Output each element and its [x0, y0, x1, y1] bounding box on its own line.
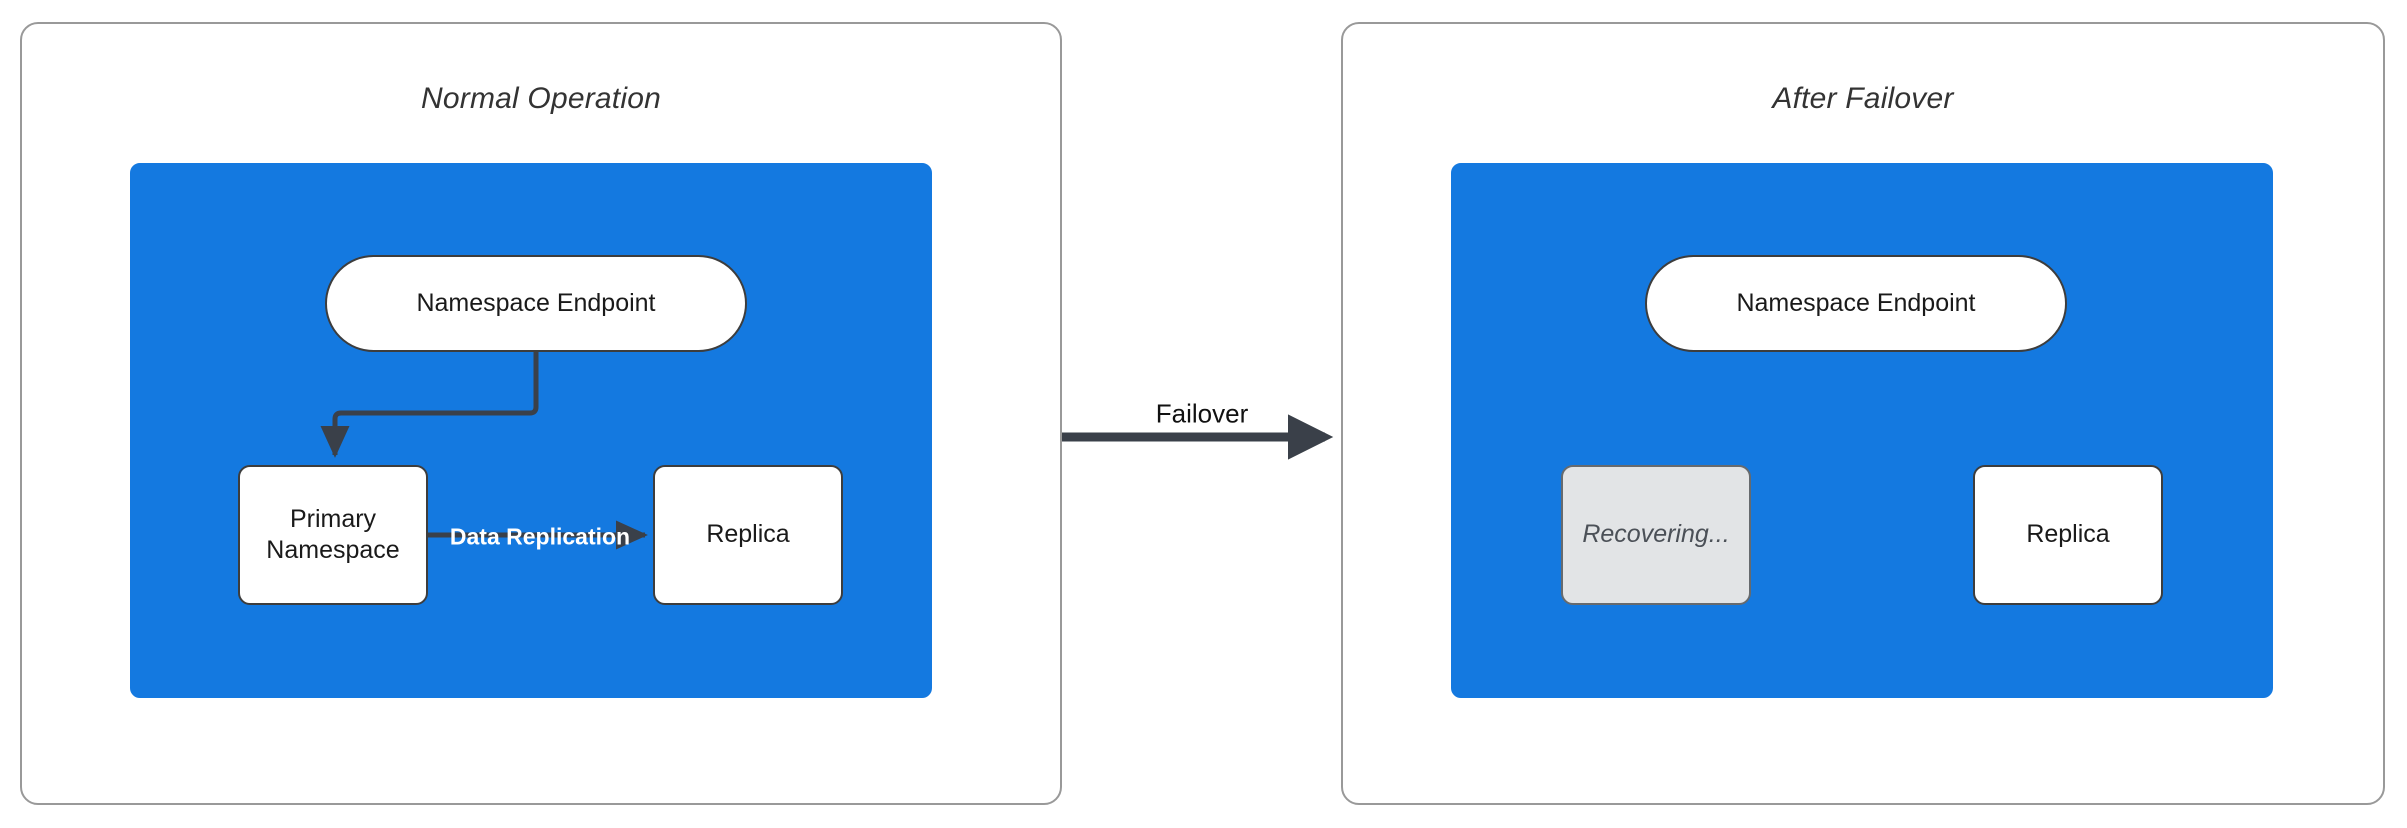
edge-label-data-replication: Data Replication: [449, 523, 631, 550]
edge-label-failover: Failover: [1155, 398, 1249, 429]
node-primary-namespace[interactable]: Primary Namespace: [238, 465, 428, 605]
cluster-after-failover: [1451, 163, 2273, 698]
panel-after-failover-title: After Failover: [1772, 82, 1954, 115]
node-replica-left[interactable]: Replica: [653, 465, 843, 605]
node-primary-namespace-line1: Primary: [289, 504, 377, 533]
node-namespace-endpoint-right[interactable]: Namespace Endpoint: [1645, 255, 2067, 352]
node-primary-namespace-line2: Namespace: [266, 536, 400, 564]
cluster-normal-operation: [130, 163, 932, 698]
node-replica-right[interactable]: Replica: [1973, 465, 2163, 605]
node-namespace-endpoint-left[interactable]: Namespace Endpoint: [325, 255, 747, 352]
node-recovering[interactable]: Recovering...: [1561, 465, 1751, 605]
panel-normal-operation-title: Normal Operation: [421, 82, 661, 115]
